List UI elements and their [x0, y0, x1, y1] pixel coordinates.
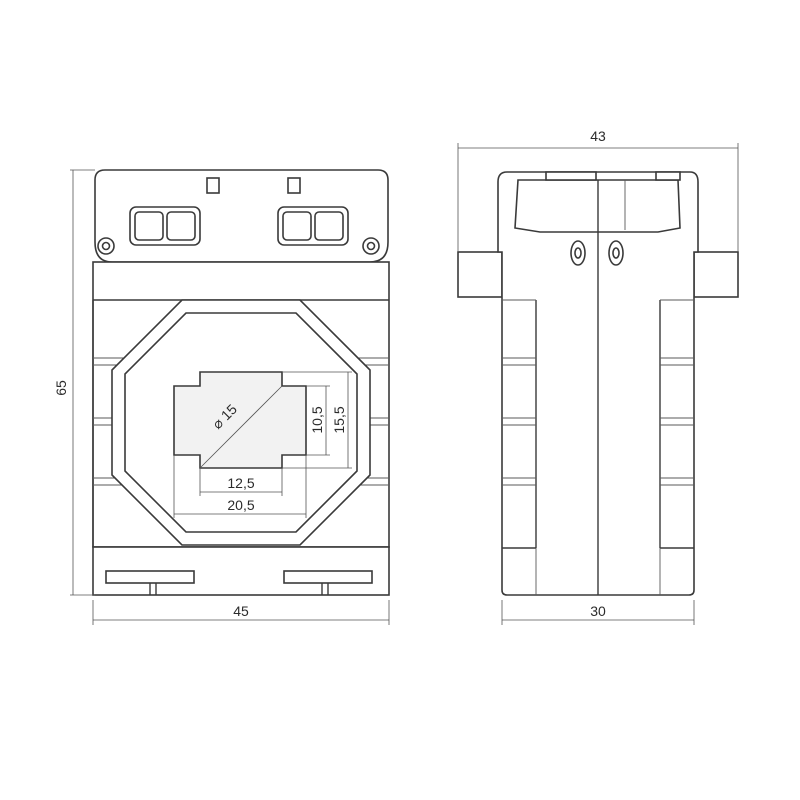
side-tab-left — [457, 251, 503, 298]
dim-front-height: 65 — [53, 380, 69, 396]
front-dimension-lines — [70, 169, 390, 625]
foot-slot-left — [105, 570, 195, 584]
side-top-notch-right — [655, 171, 681, 181]
front-top-slot-right — [287, 177, 301, 194]
dim-window-inner-height: 10,5 — [309, 406, 325, 433]
dim-window-outer-width: 20,5 — [227, 497, 254, 513]
dim-window-outer-height: 15,5 — [331, 406, 347, 433]
terminal-right-b — [314, 211, 344, 241]
dim-side-width-bottom: 30 — [590, 603, 606, 619]
side-tab-right — [693, 251, 739, 298]
mount-hole-right-inner — [366, 241, 376, 251]
dim-side-width-top: 43 — [590, 128, 606, 144]
window-diameter-line — [199, 385, 283, 469]
cable-window — [173, 371, 307, 469]
front-view — [92, 169, 390, 596]
side-dimension-lines — [457, 143, 739, 625]
side-top-notch-left — [545, 171, 597, 181]
foot-slot-right — [283, 570, 373, 584]
mount-hole-left-inner — [101, 241, 111, 251]
terminal-right-a — [282, 211, 312, 241]
side-view — [457, 171, 739, 596]
dim-window-inner-width: 12,5 — [227, 475, 254, 491]
front-top-slot-left — [206, 177, 220, 194]
terminal-left-a — [134, 211, 164, 241]
terminal-left-b — [166, 211, 196, 241]
dim-front-width: 45 — [233, 603, 249, 619]
